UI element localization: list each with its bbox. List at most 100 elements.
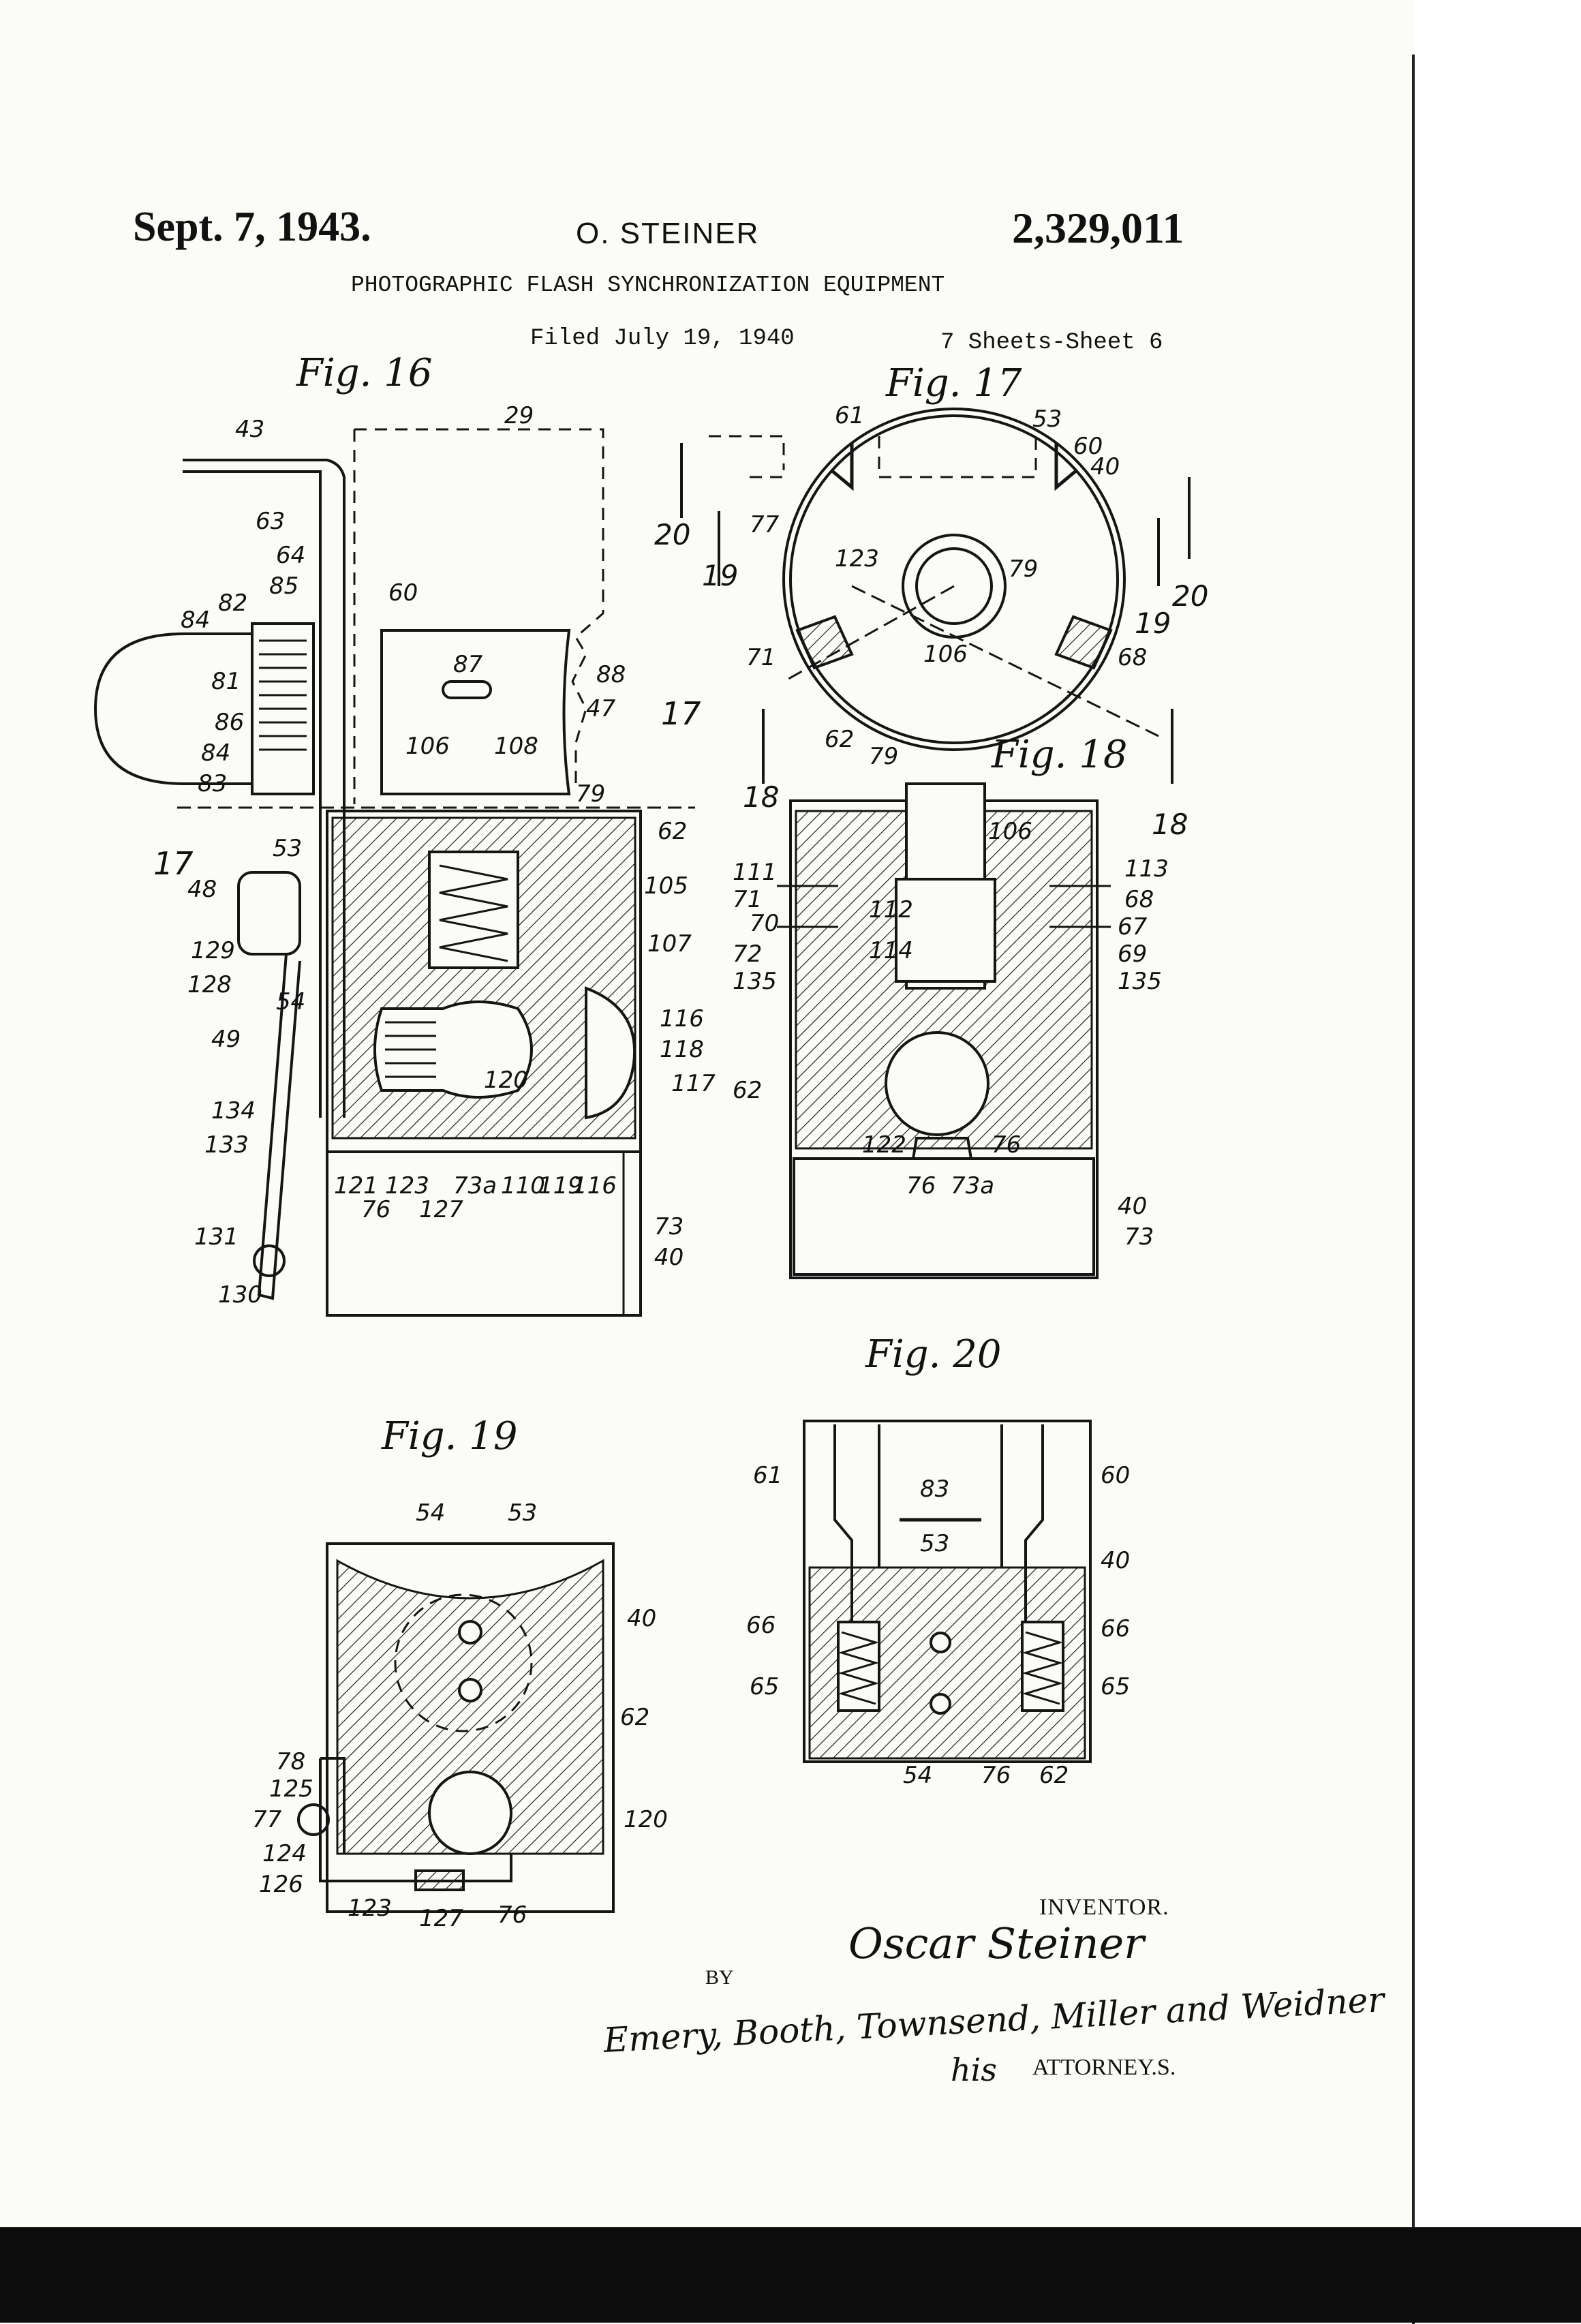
ref-numeral: 114 [869,937,913,964]
ref-numeral: 76 [981,1762,1011,1789]
ref-numeral: 116 [660,1005,704,1033]
sheet-count: 7 Sheets-Sheet 6 [940,330,1163,356]
ref-numeral: 70 [750,910,780,937]
fig19-drawing [297,1542,615,1913]
ref-numeral: 85 [269,572,299,600]
ref-numeral: 62 [825,726,855,753]
ref-numeral: 84 [201,739,231,767]
ref-numeral: 123 [348,1895,392,1922]
fig20-label: Fig. 20 [865,1332,1002,1377]
ref-numeral: 88 [596,661,626,688]
fig19-label: Fig. 19 [382,1414,518,1458]
ref-numeral: 73 [1124,1223,1154,1251]
ref-numeral: 127 [419,1905,463,1932]
ref-numeral: 120 [624,1806,668,1833]
filed-date: Filed July 19, 1940 [530,326,795,352]
ref-numeral: 79 [869,743,899,770]
ref-numeral: 29 [504,402,534,429]
ref-numeral: 68 [1118,644,1148,671]
ref-numeral: 118 [660,1036,704,1063]
ref-numeral: 40 [627,1605,657,1632]
ref-numeral: 122 [862,1131,906,1159]
section-marker: 19 [1135,607,1171,640]
ref-numeral: 131 [194,1223,239,1251]
scan-bottom-band [0,2227,1581,2323]
ref-numeral: 66 [1101,1615,1131,1642]
fig20-drawing [803,1420,1092,1763]
ref-numeral: 111 [733,859,777,886]
ref-numeral: 76 [497,1901,527,1929]
ref-numeral: 87 [453,651,483,678]
ref-numeral: 126 [259,1871,303,1898]
ref-numeral: 60 [1101,1462,1131,1489]
ref-numeral: 77 [252,1806,282,1833]
ref-numeral: 86 [215,709,245,736]
inventor-name: O. STEINER [576,217,760,250]
ref-numeral: 61 [835,402,865,429]
section-marker: 17 [153,845,194,882]
ref-numeral: 134 [211,1097,256,1125]
sheet-right-edge [1412,55,1415,2324]
ref-numeral: 61 [753,1462,783,1489]
patent-date: Sept. 7, 1943. [133,204,371,250]
fig16-label: Fig. 16 [296,351,433,395]
ref-numeral: 79 [1009,555,1039,583]
ref-numeral: 53 [920,1530,950,1557]
ref-numeral: 106 [988,818,1032,845]
ref-numeral: 106 [923,641,968,668]
ref-numeral: 79 [576,780,606,808]
section-marker: 20 [1172,579,1209,613]
ref-numeral: 127 [419,1196,463,1223]
ref-numeral: 69 [1118,941,1148,968]
ref-numeral: 40 [1090,453,1120,480]
section-marker: 18 [743,780,780,814]
ref-numeral: 60 [1073,433,1103,460]
ref-numeral: 121 [334,1172,378,1199]
ref-numeral: 135 [733,968,777,995]
by-label: BY [705,1966,734,1989]
patent-title: PHOTOGRAPHIC FLASH SYNCHRONIZATION EQUIP… [351,273,945,298]
ref-numeral: 83 [198,770,228,797]
ref-numeral: 72 [733,941,763,968]
ref-numeral: 48 [187,876,217,903]
ref-numeral: 53 [1032,406,1062,433]
attorney-label: ATTORNEY.S. [1032,2055,1176,2080]
ref-numeral: 120 [484,1067,528,1094]
ref-numeral: 135 [1118,968,1162,995]
ref-numeral: 133 [204,1131,249,1159]
fig16-drawing [93,428,695,1317]
fig18-drawing [777,782,1111,1279]
patent-sheet [0,0,1414,2229]
ref-numeral: 129 [191,937,235,964]
ref-numeral: 73a [453,1172,497,1199]
ref-numeral: 60 [388,579,418,607]
ref-numeral: 62 [733,1077,763,1104]
ref-numeral: 107 [647,930,692,958]
ref-numeral: 62 [620,1704,650,1731]
ref-numeral: 78 [276,1748,306,1775]
ref-numeral: 67 [1118,913,1148,941]
ref-numeral: 77 [750,511,780,538]
ref-numeral: 40 [654,1244,684,1271]
ref-numeral: 112 [869,896,913,923]
ref-numeral: 105 [644,872,688,900]
his-label: his [951,2051,997,2088]
ref-numeral: 71 [746,644,776,671]
ref-numeral: 43 [235,416,265,443]
ref-numeral: 65 [750,1673,780,1700]
ref-numeral: 117 [671,1070,716,1097]
section-marker: 20 [654,518,691,551]
ref-numeral: 54 [416,1499,446,1527]
inventor-signature: Oscar Steiner [848,1918,1144,1968]
section-marker: 17 [661,695,701,732]
ref-numeral: 108 [494,733,538,760]
ref-numeral: 40 [1101,1547,1131,1574]
ref-numeral: 76 [906,1172,936,1199]
ref-numeral: 40 [1118,1193,1148,1220]
fig17-label: Fig. 17 [886,361,1022,406]
ref-numeral: 62 [658,818,688,845]
ref-numeral: 76 [361,1196,391,1223]
ref-numeral: 54 [276,988,306,1015]
ref-numeral: 62 [1039,1762,1069,1789]
